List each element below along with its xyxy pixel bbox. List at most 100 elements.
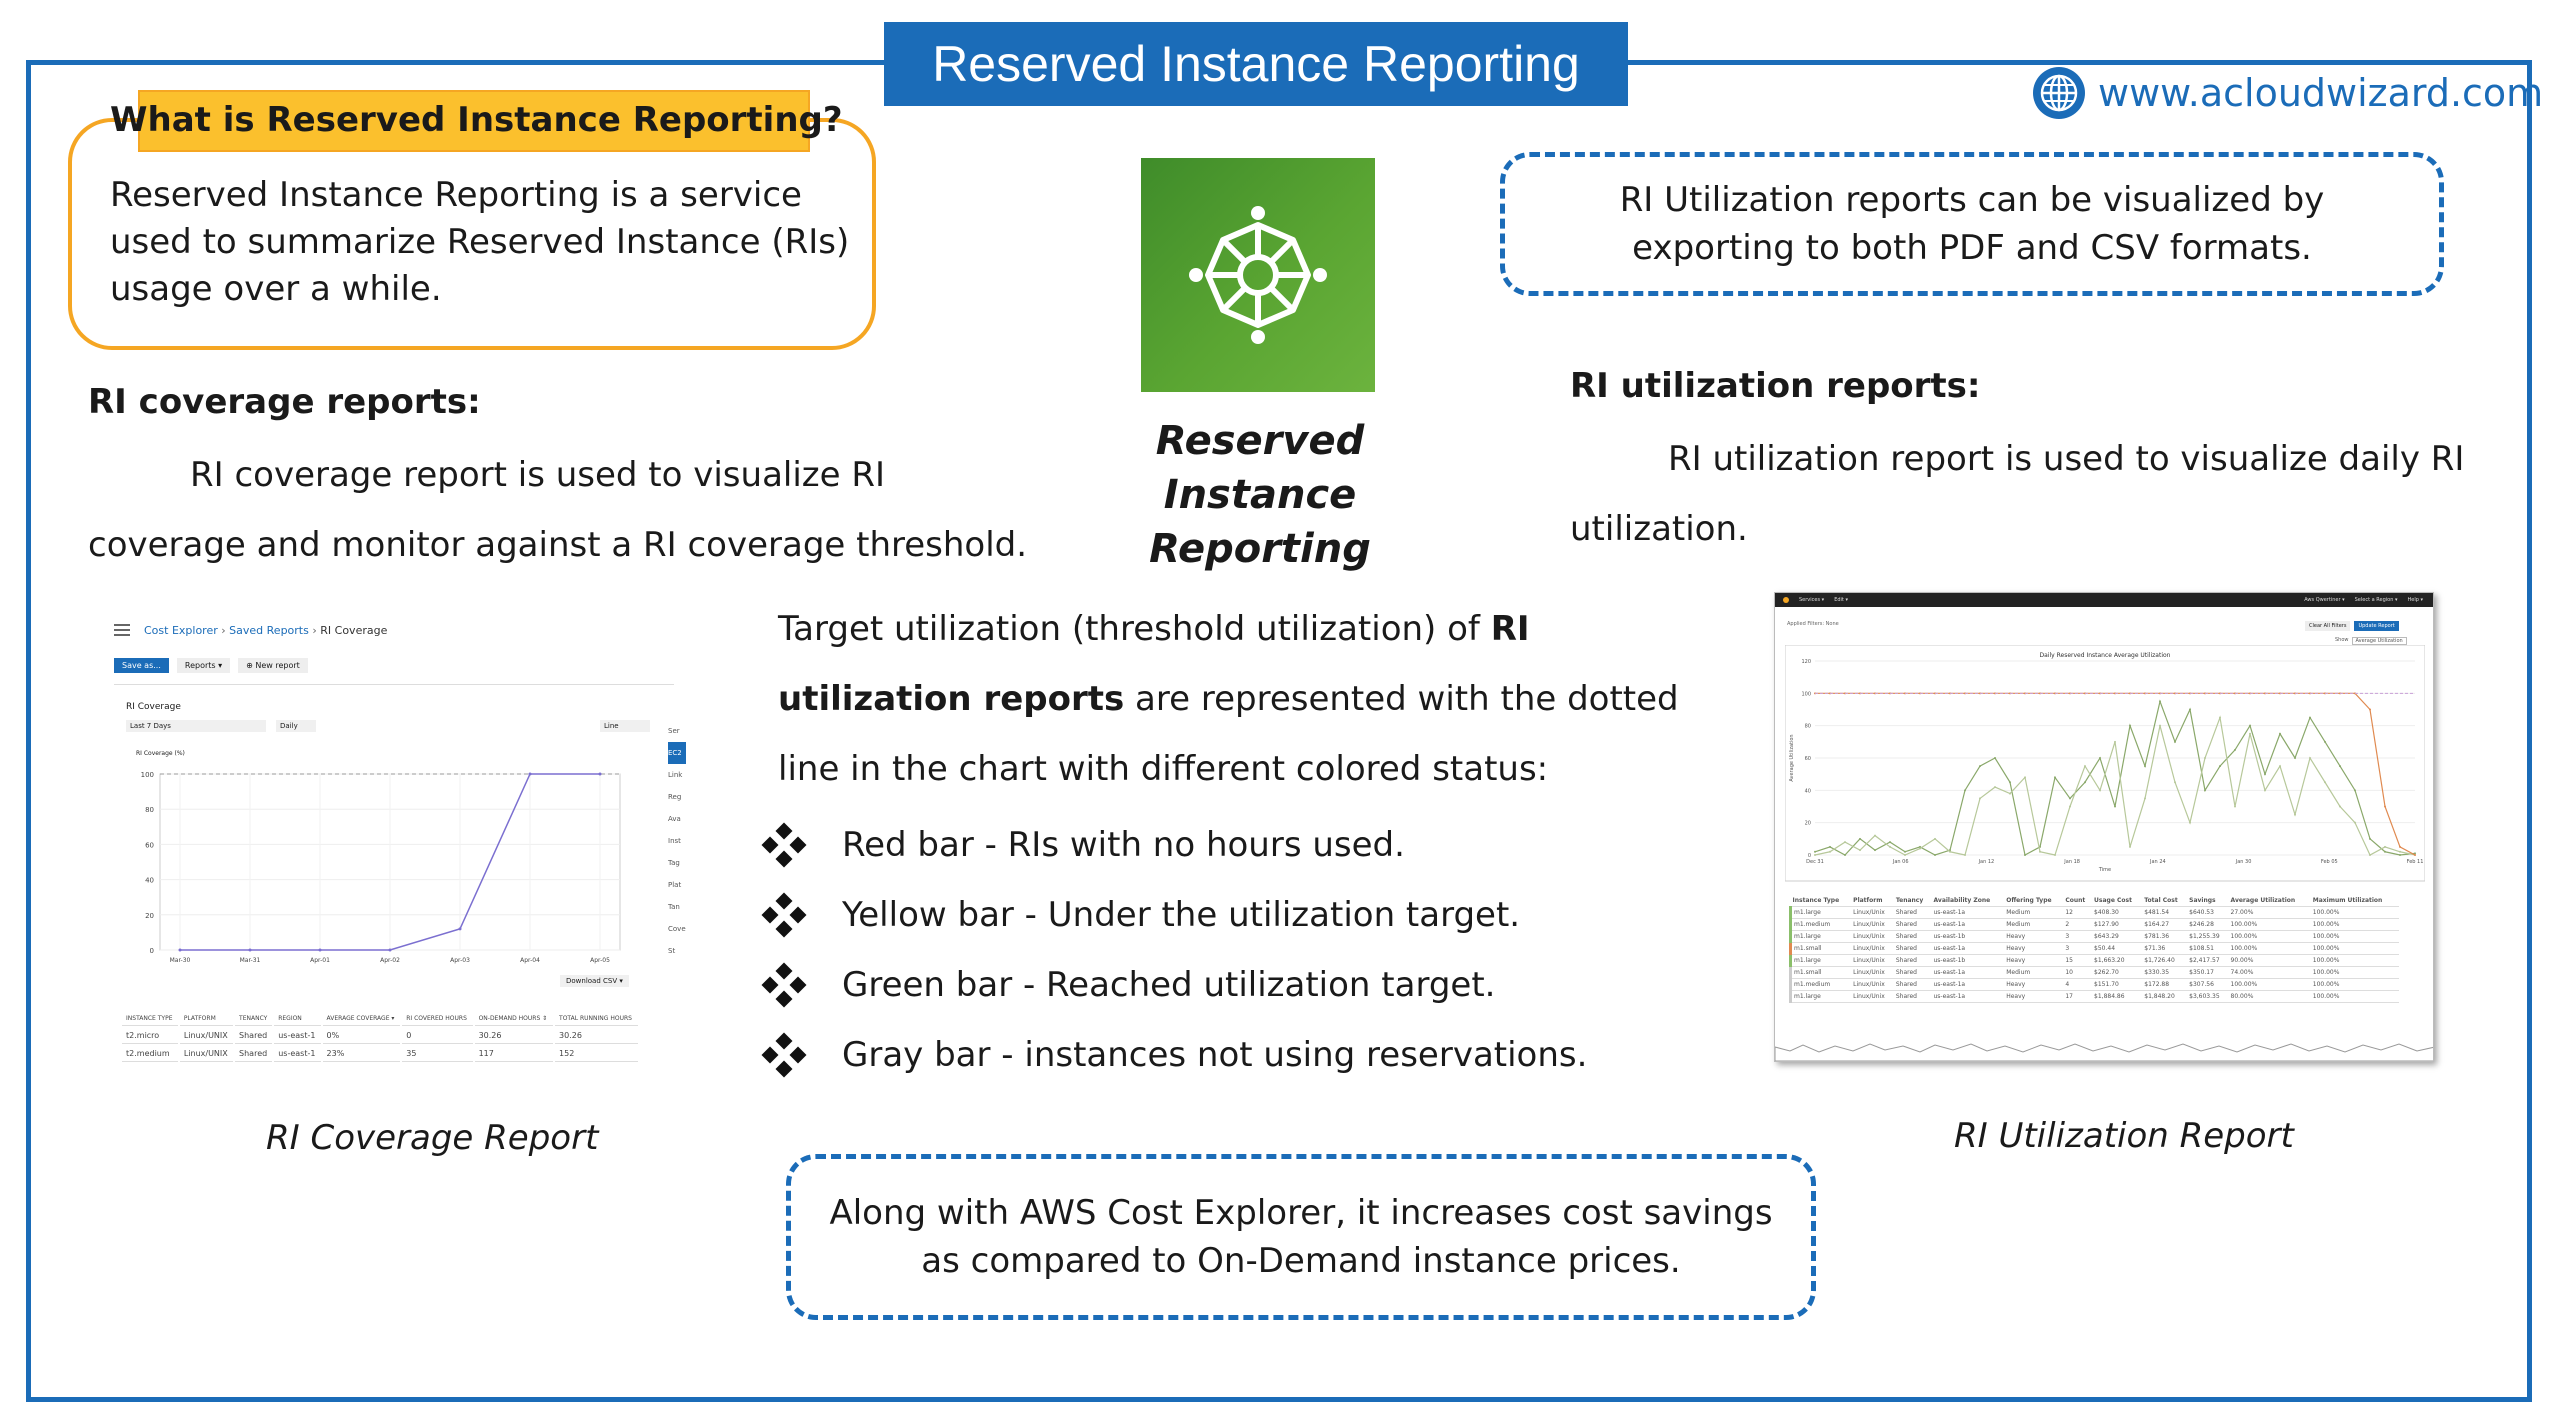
reports-button[interactable]: Reports ▾ bbox=[176, 658, 231, 673]
column-header[interactable]: Offering Type bbox=[2004, 895, 2064, 907]
services-menu[interactable]: Services ▾ bbox=[1799, 597, 1825, 603]
table-cell: $71.36 bbox=[2142, 942, 2188, 955]
table-cell: us-east-1a bbox=[1931, 966, 2005, 979]
column-header[interactable]: PLATFORM bbox=[179, 1012, 234, 1026]
help-menu[interactable]: Help ▾ bbox=[2407, 597, 2424, 603]
granularity-select[interactable]: Daily bbox=[276, 720, 316, 732]
table-cell: us-east-1a bbox=[1931, 906, 2005, 919]
column-header[interactable]: Instance Type bbox=[1790, 895, 1852, 907]
data-point bbox=[2384, 850, 2386, 853]
data-point bbox=[2159, 700, 2161, 703]
table-cell: 17 bbox=[2063, 990, 2093, 1003]
data-point bbox=[1934, 854, 1936, 856]
filter-label: Plat bbox=[668, 881, 682, 889]
table-cell: Linux/Unix bbox=[1851, 966, 1894, 979]
metric-select[interactable]: Average Utilization bbox=[2351, 637, 2407, 645]
y-tick-label: 120 bbox=[1801, 659, 1811, 665]
column-header[interactable]: RI COVERED HOURS bbox=[402, 1012, 473, 1026]
table-cell: 23% bbox=[322, 1046, 401, 1062]
list-item: Yellow bar - Under the utilization targe… bbox=[761, 880, 1587, 950]
column-header[interactable]: Savings bbox=[2187, 895, 2229, 907]
data-point bbox=[2039, 850, 2041, 853]
table-cell: Heavy bbox=[2004, 978, 2064, 991]
table-cell: t2.medium bbox=[122, 1046, 178, 1062]
y-tick-label: 40 bbox=[1805, 788, 1811, 794]
table-cell: m1.large bbox=[1789, 954, 1852, 967]
chart-style-select[interactable]: Line bbox=[600, 720, 650, 732]
column-header[interactable]: Average Utilization bbox=[2228, 895, 2311, 907]
column-header[interactable]: Total Cost bbox=[2142, 895, 2188, 907]
website-link[interactable]: www.acloudwizard.com bbox=[2032, 66, 2543, 120]
console-top-bar: Services ▾ Edit ▾ Aws Qwertiner ▾ Select… bbox=[1775, 593, 2433, 607]
column-header[interactable]: Tenancy bbox=[1893, 895, 1932, 907]
data-point bbox=[2399, 850, 2401, 853]
table-cell: Linux/Unix bbox=[1851, 990, 1894, 1003]
column-header[interactable]: Maximum Utilization bbox=[2310, 895, 2399, 907]
y-axis-label: Average Utilization bbox=[1789, 734, 1795, 781]
table-cell: Linux/UNIX bbox=[179, 1028, 234, 1044]
column-header[interactable]: Usage Cost bbox=[2092, 895, 2143, 907]
table-cell: us-east-1b bbox=[1931, 930, 2005, 943]
data-point bbox=[2354, 821, 2356, 824]
column-header[interactable]: INSTANCE TYPE bbox=[122, 1012, 178, 1026]
breadcrumb-item[interactable]: Saved Reports bbox=[229, 624, 309, 637]
table-cell: $127.90 bbox=[2092, 918, 2143, 931]
breadcrumb-item[interactable]: Cost Explorer bbox=[144, 624, 218, 637]
update-report-button[interactable]: Update Report bbox=[2354, 621, 2399, 631]
filter-label: Cove bbox=[668, 925, 686, 933]
data-point bbox=[1859, 837, 1861, 840]
target-text-bold: RI utilization reports bbox=[778, 609, 1530, 719]
filter-label[interactable]: EC2 bbox=[668, 742, 686, 764]
clear-filters-button[interactable]: Clear All Filters bbox=[2305, 621, 2351, 631]
data-point bbox=[2414, 854, 2416, 856]
table-cell: 90.00% bbox=[2228, 954, 2311, 967]
coverage-text-line2: coverage and monitor against a RI covera… bbox=[88, 525, 1028, 565]
column-header[interactable]: TOTAL RUNNING HOURS bbox=[555, 1012, 638, 1026]
column-header[interactable]: Platform bbox=[1851, 895, 1894, 907]
account-menu[interactable]: Aws Qwertiner ▾ bbox=[2304, 597, 2345, 603]
table-cell: t2.micro bbox=[122, 1028, 178, 1044]
column-header[interactable]: Count bbox=[2063, 895, 2093, 907]
data-point bbox=[1949, 850, 1951, 853]
table-cell: 30.26 bbox=[555, 1028, 638, 1044]
save-as-button[interactable]: Save as... bbox=[114, 658, 169, 673]
date-range-select[interactable]: Last 7 Days bbox=[126, 720, 266, 732]
breadcrumb-current: RI Coverage bbox=[320, 624, 388, 637]
table-cell: 100.00% bbox=[2228, 978, 2311, 991]
edit-menu[interactable]: Edit ▾ bbox=[1834, 597, 1848, 603]
y-tick-label: 80 bbox=[145, 806, 154, 814]
table-cell: 100.00% bbox=[2310, 978, 2399, 991]
download-csv-button[interactable]: Download CSV ▾ bbox=[560, 975, 629, 987]
table-cell: 15 bbox=[2063, 954, 2093, 967]
data-point bbox=[2084, 765, 2086, 768]
x-tick-label: Feb 11 bbox=[2407, 859, 2424, 865]
data-point bbox=[2279, 765, 2281, 768]
region-menu[interactable]: Select a Region ▾ bbox=[2354, 597, 2398, 603]
data-point bbox=[1829, 850, 1831, 853]
table-cell: 100.00% bbox=[2310, 954, 2399, 967]
table-cell: Heavy bbox=[2004, 942, 2064, 955]
column-header[interactable]: REGION bbox=[274, 1012, 321, 1026]
column-header[interactable]: AVERAGE COVERAGE ▾ bbox=[322, 1012, 401, 1026]
new-report-button[interactable]: ⊕ New report bbox=[238, 658, 308, 673]
table-cell: m1.large bbox=[1789, 906, 1852, 919]
table-cell: 3 bbox=[2063, 942, 2093, 955]
column-header[interactable]: Availability Zone bbox=[1931, 895, 2005, 907]
table-cell: 0% bbox=[322, 1028, 401, 1044]
table-cell: Heavy bbox=[2004, 930, 2064, 943]
data-point bbox=[2339, 805, 2341, 808]
column-header[interactable]: TENANCY bbox=[235, 1012, 273, 1026]
filter-label: Ava bbox=[668, 815, 681, 823]
column-header[interactable]: ON-DEMAND HOURS ⇕ bbox=[474, 1012, 554, 1026]
data-point bbox=[1934, 837, 1936, 840]
